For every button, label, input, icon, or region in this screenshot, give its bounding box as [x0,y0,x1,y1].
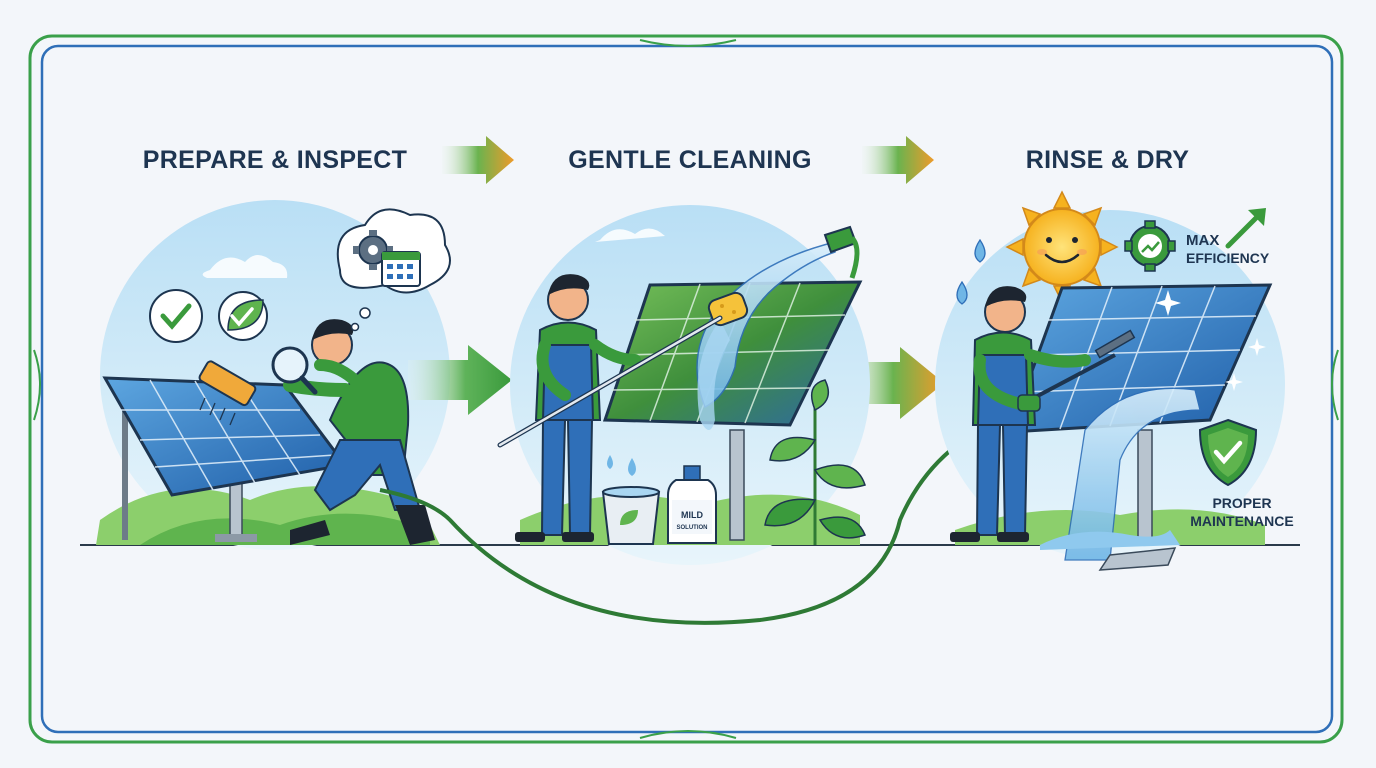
efficiency-label-line1: MAX [1186,232,1219,249]
scene-prepare-inspect [96,200,451,550]
gear-calendar-thought-icon [336,208,451,332]
scene-rinse-dry: MAX EFFICIENCY [935,190,1294,571]
bottle-label-line2: SOLUTION [677,525,708,531]
worker-rinsing [950,286,1091,542]
checkmark-icon [149,289,203,343]
flow-arrow-1 [408,345,512,415]
step-title-prepare-inspect: PREPARE & INSPECT [142,146,408,174]
header-arrow-1 [442,136,514,184]
scene-gentle-cleaning: MILD SOLUTION [497,205,870,565]
bucket-icon [601,455,661,545]
bottle-label-line1: MILD [681,510,703,520]
hose-nozzle-icon [823,225,860,279]
shield-check-icon [1198,418,1258,487]
gear-efficiency-icon [1124,208,1266,272]
brush-icon [198,360,257,426]
maintenance-label-line1: PROPER [1212,495,1271,511]
squeegee-icon [1029,329,1136,402]
detergent-bottle-icon: MILD SOLUTION [667,465,717,544]
leaf-check-icon [218,291,268,341]
efficiency-label-line2: EFFICIENCY [1186,250,1270,266]
plant-icon [764,379,866,545]
step-title-gentle-cleaning: GENTLE CLEANING [568,146,812,174]
outer-frame [28,34,1344,744]
maintenance-label-line2: MAINTENANCE [1190,513,1293,529]
hose [379,403,1031,625]
step-title-rinse-dry: RINSE & DRY [1025,146,1190,174]
header-arrow-2 [862,136,934,184]
worker-cleaning [497,274,723,542]
magnifier-icon [271,346,318,395]
sun-icon [1005,190,1119,304]
